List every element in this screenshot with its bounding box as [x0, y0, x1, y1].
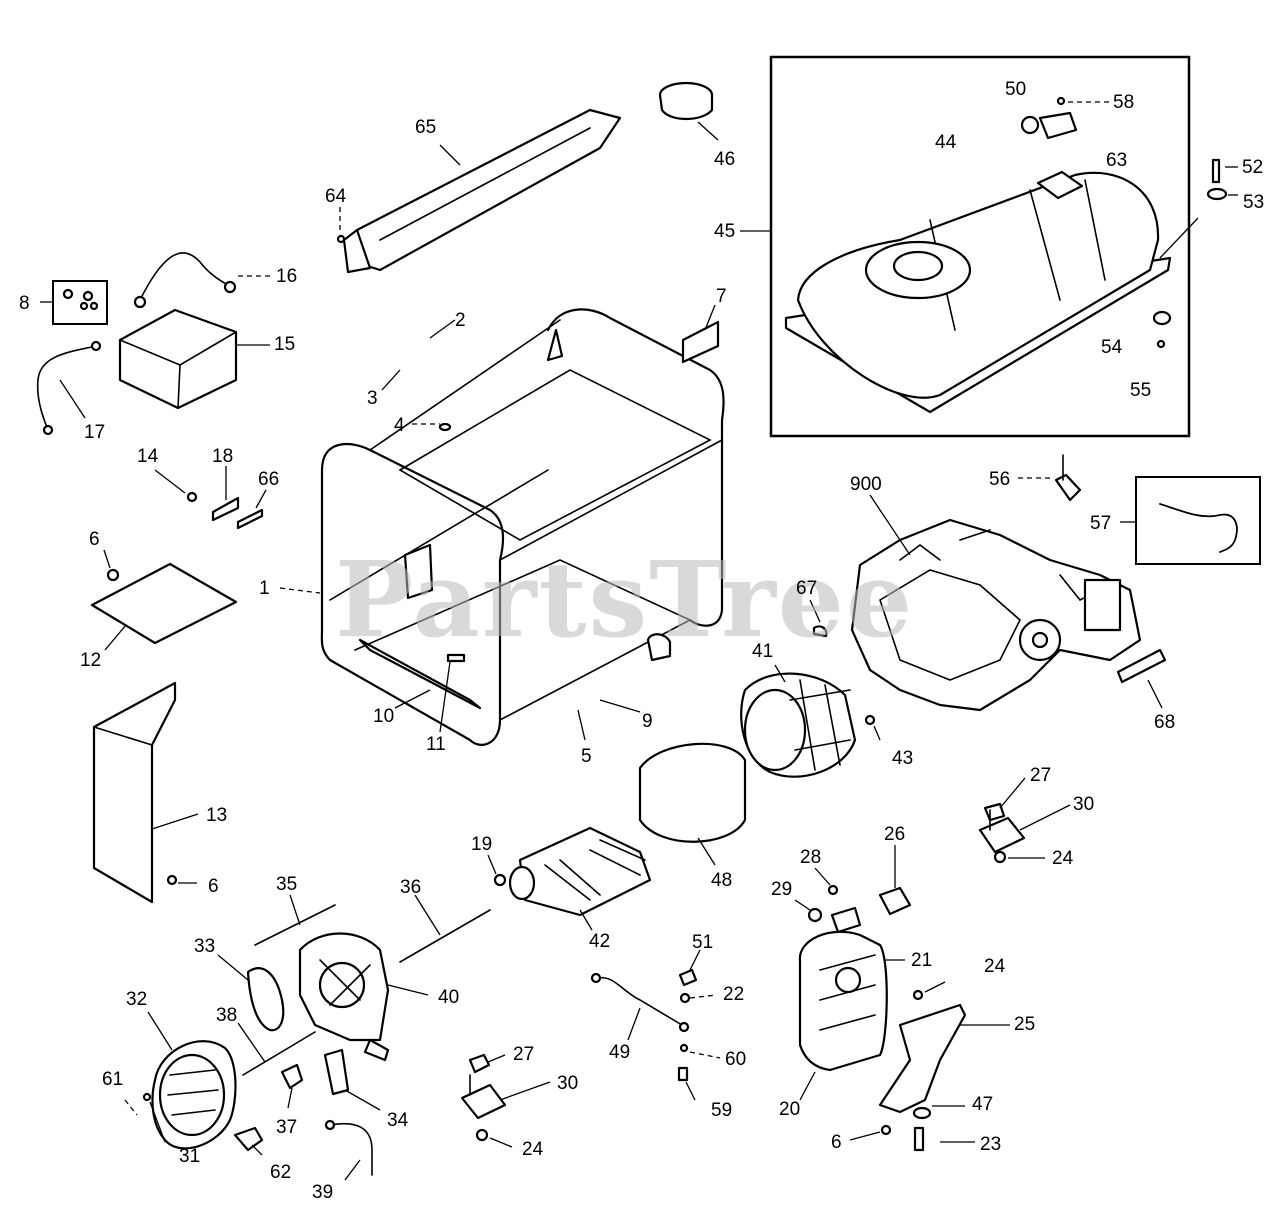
- callout-labels: 1 2 3 4 5 6 6 6 7 8 9 10 11 12 13 14 15 …: [19, 79, 1264, 1203]
- callout-24b: 24: [984, 956, 1006, 977]
- callout-28: 28: [800, 847, 821, 868]
- battery-parts: [36, 252, 270, 436]
- callout-35: 35: [276, 874, 297, 895]
- callout-24a: 24: [1052, 848, 1074, 869]
- callout-62: 62: [270, 1162, 291, 1183]
- callout-13: 13: [206, 805, 227, 826]
- callout-1: 1: [259, 578, 270, 599]
- starter-parts: [124, 1011, 381, 1181]
- callout-5: 5: [581, 746, 592, 767]
- callout-33: 33: [194, 936, 215, 957]
- callout-6b: 6: [208, 876, 219, 897]
- callout-67: 67: [796, 578, 817, 599]
- callout-19: 19: [471, 834, 492, 855]
- callout-26: 26: [884, 824, 905, 845]
- callout-52: 52: [1242, 157, 1263, 178]
- callout-68: 68: [1154, 712, 1175, 733]
- callout-36: 36: [400, 877, 421, 898]
- callout-8: 8: [19, 293, 30, 314]
- rear-bearing-carrier-parts: [217, 894, 491, 1076]
- callout-7: 7: [716, 286, 727, 307]
- callout-66: 66: [258, 469, 279, 490]
- top-cover-parts: [336, 81, 719, 274]
- callout-53: 53: [1243, 192, 1264, 213]
- callout-58: 58: [1113, 92, 1134, 113]
- callout-20: 20: [779, 1099, 800, 1120]
- callout-29: 29: [771, 879, 792, 900]
- callout-40: 40: [438, 987, 459, 1008]
- callout-30a: 30: [1073, 794, 1094, 815]
- callout-15: 15: [274, 334, 295, 355]
- callout-23: 23: [980, 1134, 1001, 1155]
- callout-3: 3: [367, 388, 378, 409]
- callout-59: 59: [711, 1100, 732, 1121]
- engine-assembly: [809, 454, 1261, 712]
- callout-4: 4: [394, 415, 405, 436]
- callout-27b: 27: [513, 1044, 534, 1065]
- mounts-and-wiring-parts: [460, 949, 721, 1148]
- callout-12: 12: [80, 650, 101, 671]
- callout-44: 44: [935, 132, 957, 153]
- callout-30b: 30: [557, 1073, 578, 1094]
- callout-57: 57: [1090, 513, 1111, 534]
- callout-11: 11: [426, 734, 446, 755]
- alternator-parts: [487, 664, 881, 931]
- callout-10: 10: [373, 706, 394, 727]
- callout-61: 61: [102, 1069, 123, 1090]
- callout-18: 18: [212, 446, 233, 467]
- callout-34: 34: [387, 1110, 409, 1131]
- callout-56: 56: [989, 469, 1010, 490]
- callout-2: 2: [455, 310, 466, 331]
- callout-24c: 24: [522, 1139, 544, 1160]
- callout-51: 51: [692, 932, 713, 953]
- callout-25: 25: [1014, 1014, 1035, 1035]
- callout-32: 32: [126, 989, 147, 1010]
- callout-49: 49: [609, 1042, 630, 1063]
- callout-45: 45: [714, 221, 735, 242]
- watermark: PartsTree: [335, 538, 914, 661]
- callout-47: 47: [972, 1094, 993, 1115]
- callout-46: 46: [714, 149, 735, 170]
- callout-39: 39: [312, 1182, 333, 1203]
- callout-22: 22: [723, 984, 744, 1005]
- callout-21: 21: [911, 950, 932, 971]
- callout-16: 16: [276, 266, 297, 287]
- callout-63: 63: [1106, 150, 1127, 171]
- callout-6c: 6: [831, 1132, 842, 1153]
- callout-42: 42: [589, 931, 610, 952]
- callout-50: 50: [1005, 79, 1026, 100]
- fuel-tank-group-box: [740, 55, 1238, 438]
- callout-31: 31: [179, 1146, 200, 1167]
- main-frame: [279, 304, 725, 746]
- callout-14: 14: [137, 446, 159, 467]
- callout-6a: 6: [89, 529, 100, 550]
- callout-41: 41: [752, 641, 773, 662]
- callout-60: 60: [725, 1049, 746, 1070]
- callout-9: 9: [642, 711, 653, 732]
- callout-54: 54: [1101, 337, 1123, 358]
- muffler-parts: [794, 777, 1071, 1152]
- callout-48: 48: [711, 870, 732, 891]
- callout-38: 38: [216, 1005, 237, 1026]
- callout-65: 65: [415, 117, 436, 138]
- callout-64: 64: [325, 186, 347, 207]
- callout-43: 43: [892, 748, 913, 769]
- callout-37: 37: [276, 1117, 297, 1138]
- callout-27a: 27: [1030, 765, 1051, 786]
- callout-900: 900: [850, 474, 882, 495]
- bracket-and-panel-parts: [90, 466, 267, 904]
- callout-17: 17: [84, 422, 105, 443]
- callout-55: 55: [1130, 380, 1151, 401]
